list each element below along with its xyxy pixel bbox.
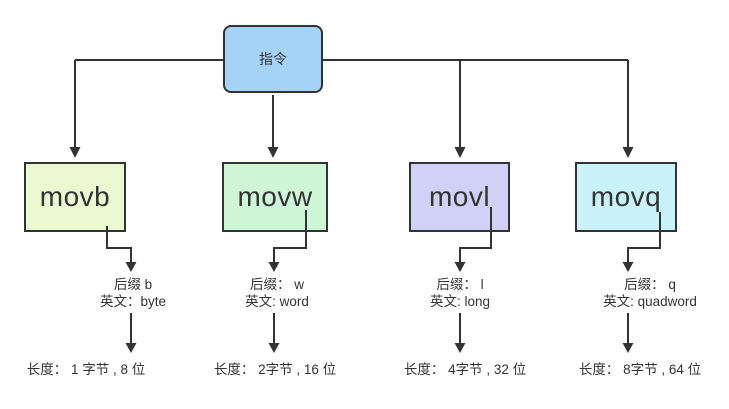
arrowhead-movq — [622, 147, 634, 158]
movb-suffix-line: 后缀 b — [113, 277, 153, 292]
root-node-label: 指令 — [259, 51, 287, 67]
annotation-movw-length: 长度： 2字节 , 16 位 — [213, 362, 337, 377]
movl-english-line: 英文: long — [429, 294, 491, 309]
annotation-movb-length: 长度： 1 字节 , 8 位 — [26, 362, 146, 377]
arrowhead-movl — [454, 147, 466, 158]
annotation-movl-suffix: 后缀： l 英文: long — [430, 276, 490, 310]
node-movb-label: movb — [39, 181, 111, 212]
arrowhead-movw-length — [268, 343, 280, 353]
arrowhead-movl-length — [454, 343, 466, 353]
node-movw: movw — [222, 162, 328, 232]
arrowhead-movb-suffix — [125, 262, 137, 272]
annotation-movq-length: 长度： 8字节 , 64 位 — [578, 362, 702, 377]
movq-suffix-line: 后缀： q — [624, 277, 676, 292]
node-movq: movq — [575, 162, 677, 232]
movq-english-line: 英文: quadword — [603, 294, 697, 309]
root-node-instruction: 指令 — [223, 25, 323, 93]
movw-suffix-line: 后缀： w — [249, 277, 304, 292]
annotation-movq-suffix: 后缀： q 英文: quadword — [603, 276, 697, 310]
arrowhead-movb-length — [125, 343, 137, 353]
movw-english-line: 英文: word — [245, 294, 309, 309]
node-movw-label: movw — [237, 181, 313, 212]
arrowhead-movl-suffix — [454, 262, 466, 272]
arrowhead-movb — [69, 147, 81, 158]
node-movl-label: movl — [428, 181, 491, 212]
annotation-movw-suffix: 后缀： w 英文: word — [245, 276, 309, 310]
node-movl: movl — [409, 162, 510, 232]
movb-english-line: 英文：byte — [99, 294, 167, 309]
node-movq-label: movq — [590, 181, 662, 212]
arrowhead-movw — [267, 147, 279, 158]
arrowhead-movq-length — [622, 343, 634, 353]
arrowhead-movq-suffix — [622, 262, 634, 272]
annotation-movl-length: 长度： 4字节 , 32 位 — [403, 362, 527, 377]
movl-suffix-line: 后缀： l — [436, 277, 484, 292]
node-movb: movb — [24, 162, 126, 232]
arrowhead-movw-suffix — [268, 262, 280, 272]
annotation-movb-suffix: 后缀 b 英文：byte — [100, 276, 166, 310]
